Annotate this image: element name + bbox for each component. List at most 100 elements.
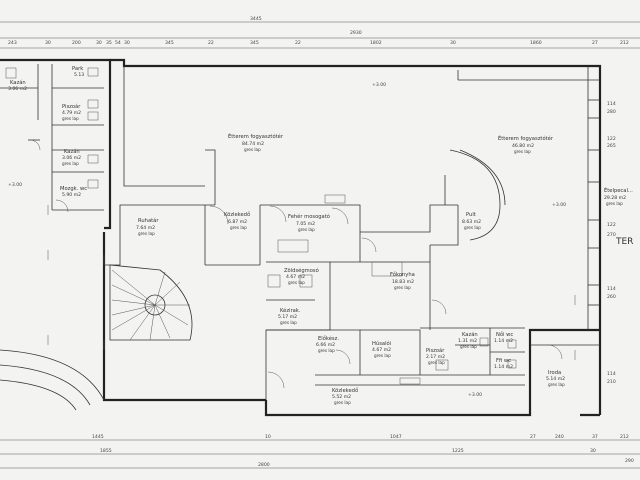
room-labels: Kazán 3.06 m2 Park 5.13 Piszoár 4.79 m2 …: [8, 66, 633, 405]
room-floor: gres lap: [138, 231, 155, 236]
room-area: 4.67 m2: [372, 347, 391, 353]
room-name: Közlekedő: [224, 212, 250, 218]
dim-bottom-6: 212: [620, 434, 629, 440]
level-marker: +3.00: [468, 392, 482, 398]
room-label-ter: TER: [615, 237, 633, 247]
room-label-kazan-l: Kazán 3.06 m2 gres lap: [62, 148, 81, 166]
room-label-wc-b: Női wc 1.14 m2: [494, 332, 513, 344]
room-name: Iroda: [548, 370, 561, 376]
room-floor: gres lap: [548, 382, 565, 387]
dim-right-6: 114: [607, 286, 616, 292]
room-area: 5.17 m2: [278, 314, 297, 320]
room-name: Étterem fogyasztótér: [498, 134, 554, 142]
room-area: 1.14 m2: [494, 338, 513, 344]
room-floor: gres lap: [318, 348, 335, 353]
room-label-kozlekedo: Közlekedő 6.87 m2 gres lap: [224, 212, 250, 230]
room-name: Étterem fogyasztótér: [228, 132, 284, 140]
room-floor: gres lap: [288, 280, 305, 285]
dim-right-8: 114: [607, 371, 616, 377]
room-label-ruhatar: Ruhatár 7.64 m2 gres lap: [136, 217, 159, 236]
room-label-kazan-tl: Kazán 3.06 m2: [8, 79, 27, 92]
right-dimension-labels: 114 280 122 265 122 270 114 260 114 210: [607, 101, 616, 385]
room-label-kozlekedo2: Közlekedő 5.52 m2 gres lap: [332, 388, 358, 405]
room-floor: gres lap: [606, 201, 623, 206]
room-area: 7.64 m2: [136, 225, 155, 231]
room-floor: gres lap: [460, 344, 477, 349]
room-name: Park: [72, 66, 83, 72]
level-marker: +3.00: [8, 182, 22, 188]
dim-top-7: 54: [115, 40, 121, 46]
room-label-elokesz: Előkész. 6.66 m2 gres lap: [316, 335, 339, 353]
spiral-staircase: [109, 264, 193, 341]
room-name: Főkonyha: [390, 272, 415, 278]
room-floor: gres lap: [428, 360, 445, 365]
room-name: Előkész.: [318, 335, 339, 342]
room-name: Zöldségmosó: [284, 267, 319, 274]
room-area: 3.06 m2: [8, 86, 27, 92]
room-area: 84.74 m2: [242, 141, 264, 147]
dim-bottom-3: 27: [530, 434, 536, 440]
room-area: 7.05 m2: [296, 221, 315, 227]
room-label-etterem-2: Étterem fogyasztótér 46.80 m2 gres lap: [498, 134, 554, 154]
room-area: 3.06 m2: [62, 155, 81, 161]
level-markers: +3.00 +3.00 +3.00 +3.00: [8, 82, 566, 398]
dim-bottom-0: 1445: [92, 434, 104, 440]
room-area: 8.63 m2: [462, 219, 481, 225]
room-floor: gres lap: [464, 225, 481, 230]
room-floor: gres lap: [230, 225, 247, 230]
room-floor: gres lap: [280, 320, 297, 325]
dim-top-13: 1802: [370, 40, 382, 46]
kitchen-equipment: [267, 194, 449, 385]
room-label-mozgk: Mozgk. wc 5.90 m2: [60, 186, 87, 198]
room-name: Ételpecal...: [604, 186, 633, 194]
dim-bottom-4: 240: [555, 434, 564, 440]
room-name: Kazán: [64, 148, 80, 155]
room-label-wc-c: Ffi wc 1.14 m2: [494, 358, 513, 370]
dim-right-5: 270: [607, 232, 616, 238]
dim-top-9: 22: [208, 40, 214, 46]
room-area: 2.17 m2: [426, 354, 445, 360]
dim-top-16: 27: [592, 40, 598, 46]
room-label-kezirak: Kézirak. 5.17 m2 gres lap: [278, 307, 301, 325]
room-floor: gres lap: [394, 285, 411, 290]
dim-bottom-8: 1225: [452, 448, 464, 454]
room-area: 4.67 m2: [286, 274, 305, 280]
room-label-etelpecal: Ételpecal... 29.28 m2 gres lap: [604, 186, 633, 206]
room-label-fokonyha: Főkonyha 18.83 m2 gres lap: [390, 272, 415, 290]
room-name: Kézirak.: [280, 307, 301, 314]
axis-markers: [47, 205, 576, 360]
room-name: Kazán: [10, 79, 26, 86]
room-floor: gres lap: [374, 353, 391, 358]
room-name: Pult: [466, 212, 476, 218]
dim-top-10: 345: [250, 40, 259, 46]
room-label-pisszoar2: Piszoár 2.17 m2 gres lap: [426, 347, 445, 365]
dim-right-7: 260: [607, 294, 616, 300]
room-label-zoldseg: Zöldségmosó 4.67 m2 gres lap: [284, 267, 319, 285]
room-area: 5.14 m2: [546, 376, 565, 382]
dim-bottom-7: 1855: [100, 448, 112, 454]
room-label-feher: Fehér mosogató 7.05 m2 gres lap: [288, 213, 330, 232]
room-name: Fehér mosogató: [288, 213, 330, 220]
room-floor: gres lap: [298, 227, 315, 232]
room-area: 46.80 m2: [512, 143, 534, 149]
dim-top-1: 243: [8, 40, 17, 46]
front-terrace-arcs: [0, 349, 105, 411]
dim-right-9: 210: [607, 379, 616, 385]
dim-right-1: 280: [607, 109, 616, 115]
room-label-pult: Pult 8.63 m2 gres lap: [462, 212, 481, 230]
room-name: Női wc: [496, 332, 513, 338]
room-name: Piszoár: [62, 103, 81, 110]
dim-bottom-9: 30: [590, 448, 596, 454]
room-area: 6.87 m2: [228, 219, 247, 225]
top-dimension-lines: 3445 243 30 200 30 35 30 54 345 22 345 2…: [0, 16, 640, 49]
dim-bottom-11: 290: [625, 458, 634, 464]
room-name: Ffi wc: [496, 358, 511, 364]
dim-right-3: 265: [607, 143, 616, 149]
room-area: 6.66 m2: [316, 342, 335, 348]
room-floor: gres lap: [334, 400, 351, 405]
dim-bottom-2: 1047: [390, 434, 402, 440]
door-swings: [29, 139, 563, 389]
dim-top-3: 200: [72, 40, 81, 46]
dim-right-0: 114: [607, 101, 616, 107]
